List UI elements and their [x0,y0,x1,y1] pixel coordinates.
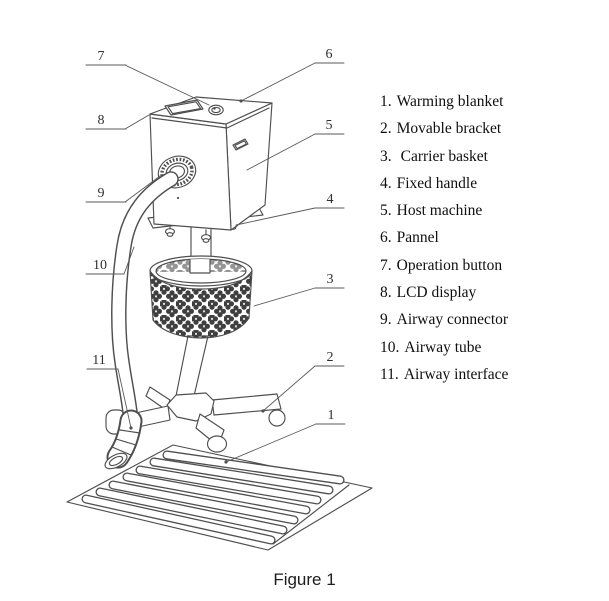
legend-item: 6.Pannel [380,224,508,251]
base-hub [166,392,215,422]
legend-item-label: Airway interface [403,365,509,383]
legend-item: 2.Movable bracket [380,115,508,142]
legend-item-label: Pannel [396,229,439,247]
basket-wall [150,271,252,338]
host-machine [149,96,273,231]
legend-item-number: 11. [380,365,399,383]
legend-item-number: 2. [380,120,392,138]
legend-item: 8.LCD display [380,279,508,306]
callout-4: 4 [327,192,334,207]
callout-8: 8 [98,113,105,128]
machine-right-face [225,102,273,231]
legend-item-number: 9. [380,311,392,329]
legend-item-label: Airway tube [404,338,482,356]
caster-wheel-front [206,435,228,453]
callout-11: 11 [92,353,105,368]
legend-item: 1.Warming blanket [380,88,508,115]
legend-item-number: 3. [380,147,392,165]
callout-7: 7 [98,49,105,64]
callout-5: 5 [326,118,333,133]
callout-10: 10 [93,258,107,273]
carrier-basket [149,215,253,339]
legend-item-label: LCD display [396,284,477,302]
legend-item: 7.Operation button [380,252,508,279]
lcd-display [164,99,204,116]
warming-blanket [66,444,373,551]
callout-6: 6 [326,47,333,62]
thumb-screw [164,223,176,237]
pole-lower [175,335,209,397]
legend-item-number: 4. [380,174,392,192]
legend-item-number: 10. [380,338,400,356]
legend-item-label: Warming blanket [396,93,504,110]
legend-item: 11.Airway interface [380,361,508,388]
operation-button [208,104,224,116]
blanket-tubes [81,450,345,545]
callout-9: 9 [98,186,105,201]
legend-item-number: 7. [380,256,392,274]
legend-item: 3. Carrier basket [380,143,508,170]
callout-numbers: 7 8 9 10 11 6 5 4 3 2 1 [92,47,334,423]
figure-caption: Figure 1 [273,570,336,589]
legend-item: 4.Fixed handle [380,170,508,197]
legend-item: 9.Airway connector [380,306,508,333]
legend-item-number: 5. [380,202,392,220]
legend-item-label: Host machine [396,202,483,220]
leader-lines [85,62,346,464]
airway-tube [111,171,179,431]
legend-item-label: Fixed handle [396,174,478,192]
callout-3: 3 [327,272,334,287]
legend-item-label: Carrier basket [400,147,488,165]
legend-item-label: Movable bracket [396,120,502,138]
caster-wheel-right [268,409,286,427]
legend-item-number: 1. [380,93,392,110]
legend-item-number: 6. [380,229,392,247]
legend-item: 5.Host machine [380,197,508,224]
thumb-screw [200,229,212,243]
legend-item-label: Airway connector [396,311,509,329]
legend-item-number: 8. [380,284,392,302]
parts-legend: 1.Warming blanket 2.Movable bracket 3. Ca… [380,88,508,388]
legend-item-label: Operation button [396,256,503,274]
callout-2: 2 [327,350,334,365]
legend-item: 10.Airway tube [380,334,508,361]
callout-1: 1 [328,408,335,423]
side-slot [232,138,249,151]
